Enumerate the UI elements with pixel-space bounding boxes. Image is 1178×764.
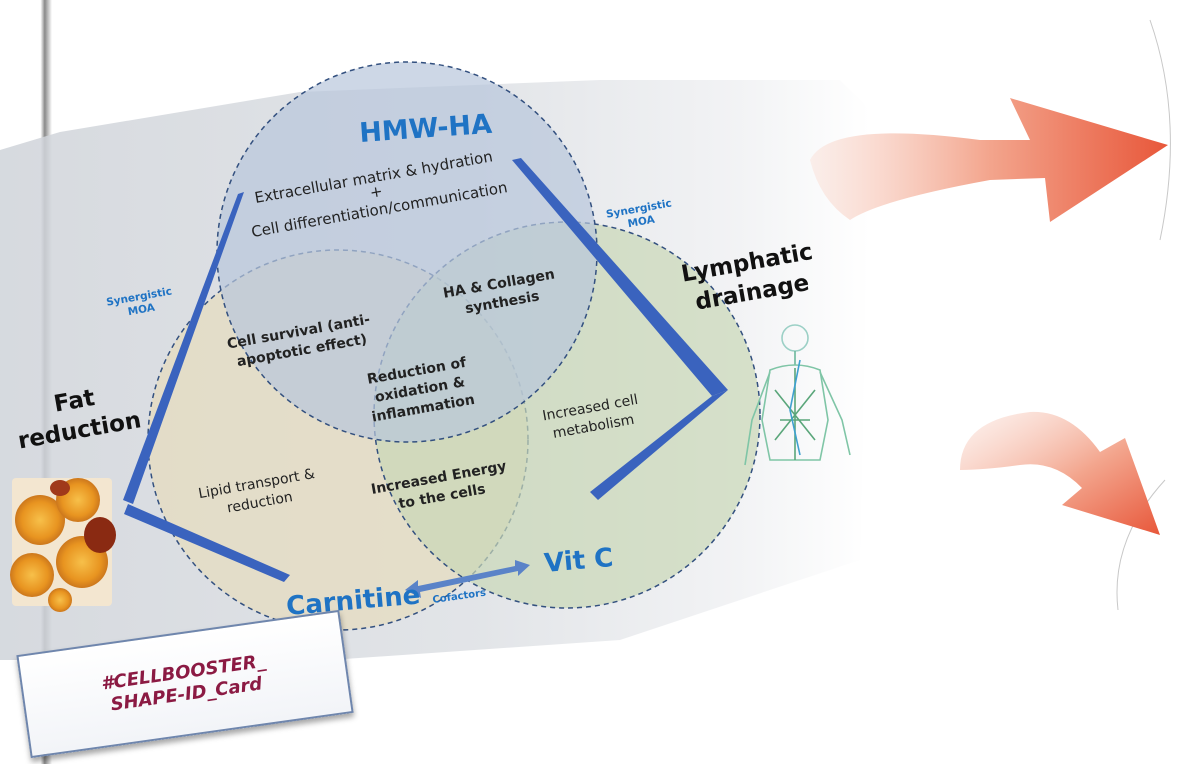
hmw-ha-text-plus: +: [368, 182, 384, 202]
blue-arrow-left-up: [123, 192, 244, 504]
guide-curve-bottom: [1116, 479, 1166, 611]
blue-arrow-right-down: [590, 390, 728, 500]
synergy-right-text-2: MOA: [627, 213, 657, 230]
cofactors-double-arrow: [405, 560, 530, 598]
blue-arrow-left-down: [124, 504, 290, 582]
synergy-left-text-2: MOA: [127, 301, 157, 318]
outcome-arrow-top: [810, 98, 1168, 222]
lymphatic-body-image: [744, 324, 851, 466]
fat-cells-image: [10, 478, 116, 612]
outcome-arrow-bottom: [960, 411, 1160, 535]
blue-arrow-top-right: [512, 158, 728, 396]
guide-curve-top: [1149, 19, 1171, 241]
vitc-title: Vit C: [543, 543, 614, 579]
